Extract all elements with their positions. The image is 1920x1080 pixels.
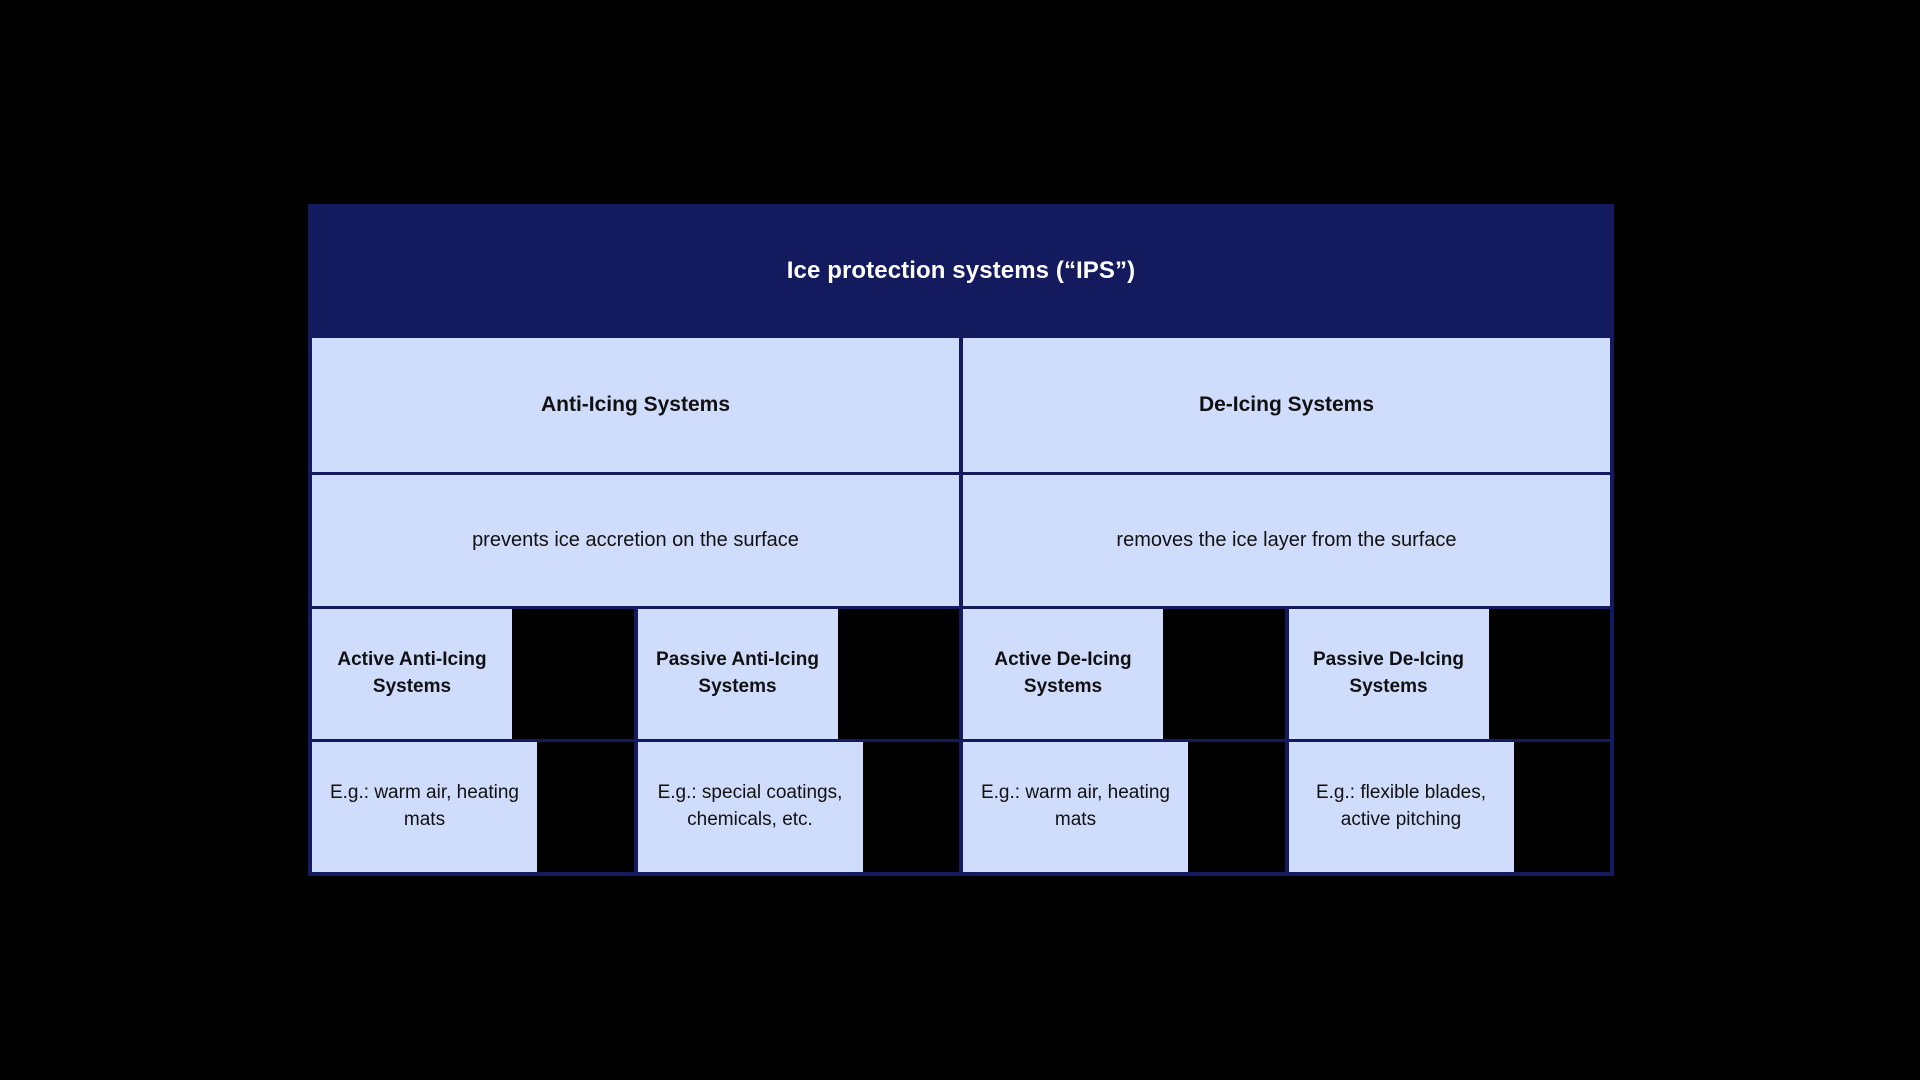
subcategory-name-active-de-icing: Active De-Icing Systems: [963, 609, 1163, 739]
category-description-anti-icing: prevents ice accretion on the surface: [312, 475, 959, 606]
de-icing-subcategories: Active De-Icing Systems Passive De-Icing…: [961, 609, 1610, 739]
ips-diagram: Ice protection systems (“IPS”) Anti-Icin…: [308, 204, 1614, 876]
subcategory-name-passive-de-icing: Passive De-Icing Systems: [1288, 609, 1489, 739]
passive-anti-icing-header-cell: Passive Anti-Icing Systems: [635, 609, 960, 739]
examples-active-anti-icing: E.g.: warm air, heating mats: [312, 742, 537, 872]
active-anti-icing-header-cell: Active Anti-Icing Systems: [312, 609, 636, 739]
anti-icing-subcategories: Active Anti-Icing Systems Passive Anti-I…: [312, 609, 961, 739]
diagram-header-banner: Ice protection systems (“IPS”): [308, 204, 1614, 338]
subcategory-name-active-anti-icing: Active Anti-Icing Systems: [312, 609, 512, 739]
category-name-row: Anti-Icing Systems De-Icing Systems: [312, 338, 1610, 472]
active-de-icing-header-cell: Active De-Icing Systems: [963, 609, 1287, 739]
category-name-anti-icing: Anti-Icing Systems: [312, 338, 959, 472]
passive-de-icing-header-cell: Passive De-Icing Systems: [1286, 609, 1611, 739]
diagram-body: Anti-Icing Systems De-Icing Systems prev…: [308, 338, 1614, 876]
subcategory-example-row: E.g.: warm air, heating mats E.g.: speci…: [312, 739, 1610, 872]
active-anti-icing-example-cell: E.g.: warm air, heating mats: [312, 742, 636, 872]
category-name-de-icing: De-Icing Systems: [963, 338, 1610, 472]
passive-anti-icing-example-cell: E.g.: special coatings, chemicals, etc.: [635, 742, 960, 872]
anti-icing-column-header: Anti-Icing Systems: [312, 338, 961, 472]
subcategory-name-row: Active Anti-Icing Systems Passive Anti-I…: [312, 606, 1610, 739]
category-description-row: prevents ice accretion on the surface re…: [312, 472, 1610, 606]
examples-passive-anti-icing: E.g.: special coatings, chemicals, etc.: [637, 742, 863, 872]
diagram-title: Ice protection systems (“IPS”): [786, 256, 1136, 284]
category-description-de-icing: removes the ice layer from the surface: [963, 475, 1610, 606]
de-icing-examples: E.g.: warm air, heating mats E.g.: flexi…: [961, 742, 1610, 872]
examples-passive-de-icing: E.g.: flexible blades, active pitching: [1288, 742, 1514, 872]
de-icing-column-header: De-Icing Systems: [961, 338, 1610, 472]
anti-icing-description-cell: prevents ice accretion on the surface: [312, 475, 961, 606]
anti-icing-examples: E.g.: warm air, heating mats E.g.: speci…: [312, 742, 961, 872]
subcategory-name-passive-anti-icing: Passive Anti-Icing Systems: [637, 609, 838, 739]
examples-active-de-icing: E.g.: warm air, heating mats: [963, 742, 1188, 872]
passive-de-icing-example-cell: E.g.: flexible blades, active pitching: [1286, 742, 1611, 872]
de-icing-description-cell: removes the ice layer from the surface: [961, 475, 1610, 606]
active-de-icing-example-cell: E.g.: warm air, heating mats: [963, 742, 1287, 872]
